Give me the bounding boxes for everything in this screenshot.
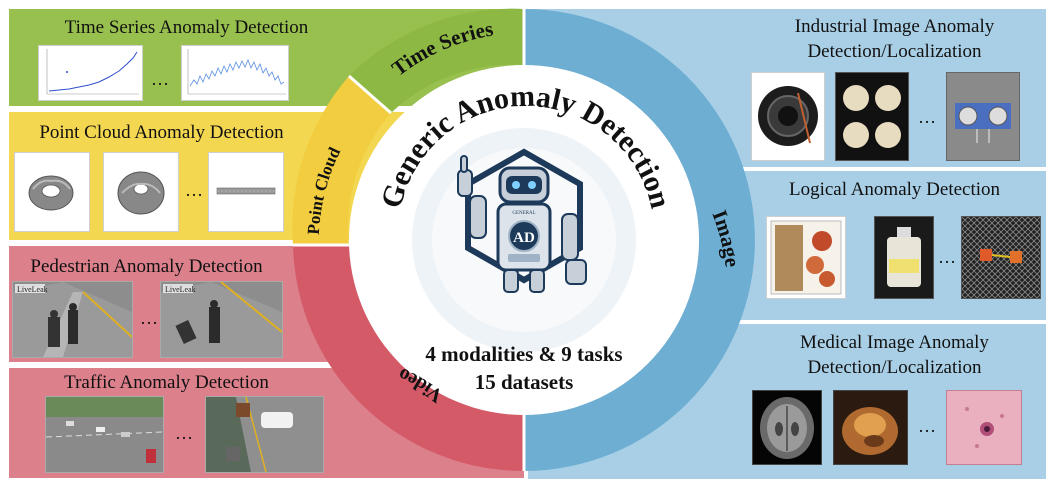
center-summary-line1: 4 modalities & 9 tasks [425,342,622,366]
robot-logo-text: AD [513,230,535,246]
image-ring-segment [524,9,755,471]
medical-sample-2 [833,390,908,465]
point-cloud-ring-segment [292,76,391,245]
medical-panel-title-line1: Medical Image Anomaly [800,332,989,353]
time-series-ring-segment [349,8,524,113]
pedestrian-ellipsis: … [140,308,158,328]
medical-sample-1 [752,390,822,465]
medical-ellipsis: … [918,416,936,436]
industrial-ellipsis: … [918,107,936,127]
logical-sample-3 [961,216,1041,299]
pedestrian-watermark-2: LiveLeak [165,285,196,294]
traffic-panel-title: Traffic Anomaly Detection [64,372,269,393]
time-series-plot-1 [38,45,143,101]
pedestrian-panel-title: Pedestrian Anomaly Detection [30,256,263,277]
point-cloud-sample-2 [103,152,179,232]
logical-panel-title: Logical Anomaly Detection [788,179,1001,200]
industrial-sample-2 [835,72,909,161]
traffic-ellipsis: … [175,423,193,443]
pedestrian-watermark-1: LiveLeak [17,285,48,294]
medical-sample-3 [946,390,1022,465]
medical-panel-title-line2: Detection/Localization [807,357,982,378]
robot-badge-text: GENERAL [512,211,535,216]
traffic-frame-1 [45,396,164,473]
industrial-sample-3 [946,72,1020,161]
time-series-plot-2 [181,45,289,101]
point-cloud-sample-3 [208,152,284,232]
logical-ellipsis: … [938,247,956,267]
center-summary-line2: 15 datasets [475,370,574,394]
time-series-ellipsis: … [151,69,169,89]
pedestrian-frame-2: LiveLeak [160,281,283,358]
industrial-panel-title-line1: Industrial Image Anomaly [794,16,995,37]
traffic-frame-2 [205,396,324,473]
industrial-panel-title-line2: Detection/Localization [807,41,982,62]
industrial-sample-1 [751,72,825,161]
video-ring-segment [293,245,524,471]
logical-sample-2 [874,216,934,299]
pedestrian-frame-1: LiveLeak [12,281,133,358]
point-cloud-sample-1 [14,152,90,232]
robot-mascot-icon: GENERAL AD [457,148,587,293]
point-cloud-panel-title: Point Cloud Anomaly Detection [39,122,284,143]
time-series-panel-title: Time Series Anomaly Detection [64,17,309,38]
point-cloud-ellipsis: … [185,180,203,200]
logical-sample-1 [766,216,846,299]
